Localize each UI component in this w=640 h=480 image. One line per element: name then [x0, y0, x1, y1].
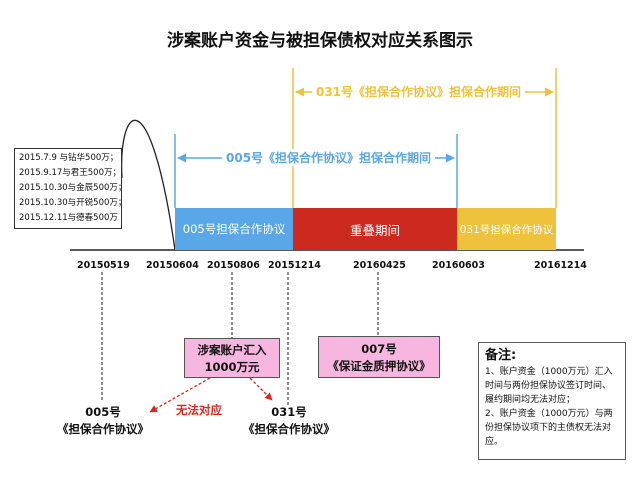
diagram-title: 涉案账户资金与被担保债权对应关系图示 — [167, 31, 473, 51]
guarantee-item: 2015.9.17与君王500万； — [19, 168, 121, 178]
pledge-line2: 《保证金质押协议》 — [327, 359, 431, 373]
guarantee-item: 2015.10.30与金辰500万； — [19, 183, 127, 193]
deposit-line1: 涉案账户汇入 — [197, 343, 267, 357]
no-match-arrow-right — [249, 377, 273, 401]
date-label: 20150604 — [146, 260, 199, 271]
date-label: 20161214 — [534, 260, 587, 271]
doc-031-line2: 《担保合作协议》 — [243, 422, 335, 436]
remarks-title: 备注: — [485, 348, 517, 363]
doc-005-line1: 005号 — [85, 405, 121, 419]
pledge-line1: 007号 — [361, 342, 397, 356]
date-label: 20151214 — [268, 260, 321, 271]
bar-005-agreement: 005号担保合作协议 — [175, 208, 293, 250]
guarantee-item: 2015.12.11与德春500万 — [19, 213, 118, 223]
bar-031-agreement: 031号担保合作协议 — [457, 208, 556, 250]
guarantees-curve — [121, 119, 176, 251]
guarantee-item: 2015.7.9 与钻华500万； — [19, 153, 119, 163]
guarantee-list-box: 2015.7.9 与钻华500万； 2015.9.17与君王500万； 2015… — [14, 148, 127, 229]
guarantee-item: 2015.10.30与开锐500万； — [19, 198, 127, 208]
remarks-item-2: 2、账户资金（1000万元）与两份担保协议项下的主债权无法对应。 — [485, 409, 613, 447]
deposit-box: 涉案账户汇入 1000万元 — [184, 338, 280, 378]
remarks-box: 备注: 1、账户资金（1000万元）汇入时间与两份担保协议签订时间、履约期间均无… — [478, 342, 626, 460]
doc-005-label: 005号 《担保合作协议》 — [48, 404, 158, 438]
doc-005-line2: 《担保合作协议》 — [57, 422, 149, 436]
date-label: 20150519 — [77, 260, 130, 271]
no-match-arrow-left — [149, 377, 211, 413]
bar-overlap-period: 重叠期间 — [293, 208, 457, 250]
remarks-item-1: 1、账户资金（1000万元）汇入时间与两份担保协议签订时间、履约期间均无法对应； — [485, 367, 613, 405]
pledge-agreement-box: 007号 《保证金质押协议》 — [318, 336, 440, 378]
period-005-label: 005号《担保合作协议》担保合作期间 — [222, 149, 436, 166]
doc-031-line1: 031号 — [271, 405, 307, 419]
deposit-line2: 1000万元 — [204, 360, 260, 374]
date-label: 20160603 — [432, 260, 485, 271]
doc-031-label: 031号 《担保合作协议》 — [234, 404, 344, 438]
date-label: 20160425 — [353, 260, 406, 271]
no-match-label: 无法对应 — [176, 403, 222, 417]
period-031-label: 031号《担保合作协议》担保合作期间 — [312, 83, 526, 100]
date-label: 20150806 — [207, 260, 260, 271]
